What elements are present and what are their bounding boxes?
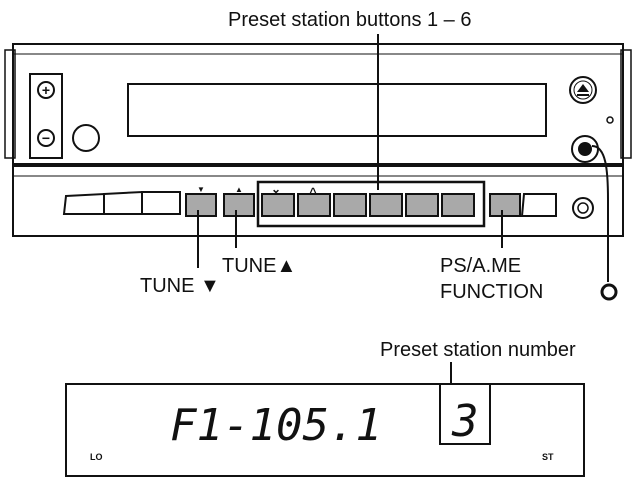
function-label: FUNCTION <box>440 281 543 303</box>
preset-button-2[interactable] <box>297 193 331 217</box>
head-unit <box>4 43 632 237</box>
tune-down-button[interactable] <box>185 193 217 217</box>
faceplate-strip <box>12 165 624 237</box>
ps-ame-label: PS/A.ME <box>440 255 521 277</box>
right-plain-button[interactable] <box>520 193 557 217</box>
preset-button-1[interactable] <box>261 193 295 217</box>
tune-down-mark: ▼ <box>197 185 205 194</box>
preset-button-3[interactable] <box>333 193 367 217</box>
tune-down-label: TUNE ▼ <box>140 275 220 297</box>
function-leader <box>591 145 609 282</box>
frequency-readout: F1-105.1 <box>170 400 382 451</box>
left-button-1[interactable] <box>62 192 105 215</box>
tune-up-mark: ▲ <box>235 185 243 194</box>
preset-button-4[interactable] <box>369 193 403 217</box>
volume-up-button[interactable]: + <box>37 81 55 99</box>
eject-button[interactable] <box>569 76 597 104</box>
preset-number-box <box>439 383 491 445</box>
st-indicator: ST <box>542 452 554 462</box>
indicator-led <box>606 116 614 124</box>
round-button[interactable] <box>72 124 100 152</box>
left-button-3[interactable] <box>141 191 181 215</box>
svg-text:−: − <box>42 130 50 146</box>
preset-1-mark: ⌄ <box>271 182 281 196</box>
display-panel: F1-105.1 3 LO ST <box>65 383 585 477</box>
preset-number-readout: 3 <box>451 396 479 447</box>
unit-display-window <box>127 83 547 137</box>
preset-button-6[interactable] <box>441 193 475 217</box>
preset-2-mark: ^ <box>309 185 316 199</box>
svg-text:+: + <box>42 82 50 98</box>
eject-icon <box>577 84 589 92</box>
lo-indicator: LO <box>90 452 103 462</box>
function-label-icon <box>600 283 618 301</box>
volume-control <box>29 73 63 159</box>
ps-ame-button[interactable] <box>489 193 521 217</box>
left-button-2[interactable] <box>103 190 143 215</box>
preset-number-callout: Preset station number <box>380 339 576 361</box>
tune-up-button[interactable] <box>223 193 255 217</box>
preset-buttons-frame <box>256 180 486 228</box>
function-button[interactable] <box>571 135 599 163</box>
tune-up-label: TUNE▲ <box>222 255 296 277</box>
preset-buttons-callout: Preset station buttons 1 – 6 <box>228 9 472 31</box>
volume-down-button[interactable]: − <box>37 129 55 147</box>
left-buttons <box>62 190 181 215</box>
right-knob[interactable] <box>572 197 594 219</box>
preset-button-5[interactable] <box>405 193 439 217</box>
